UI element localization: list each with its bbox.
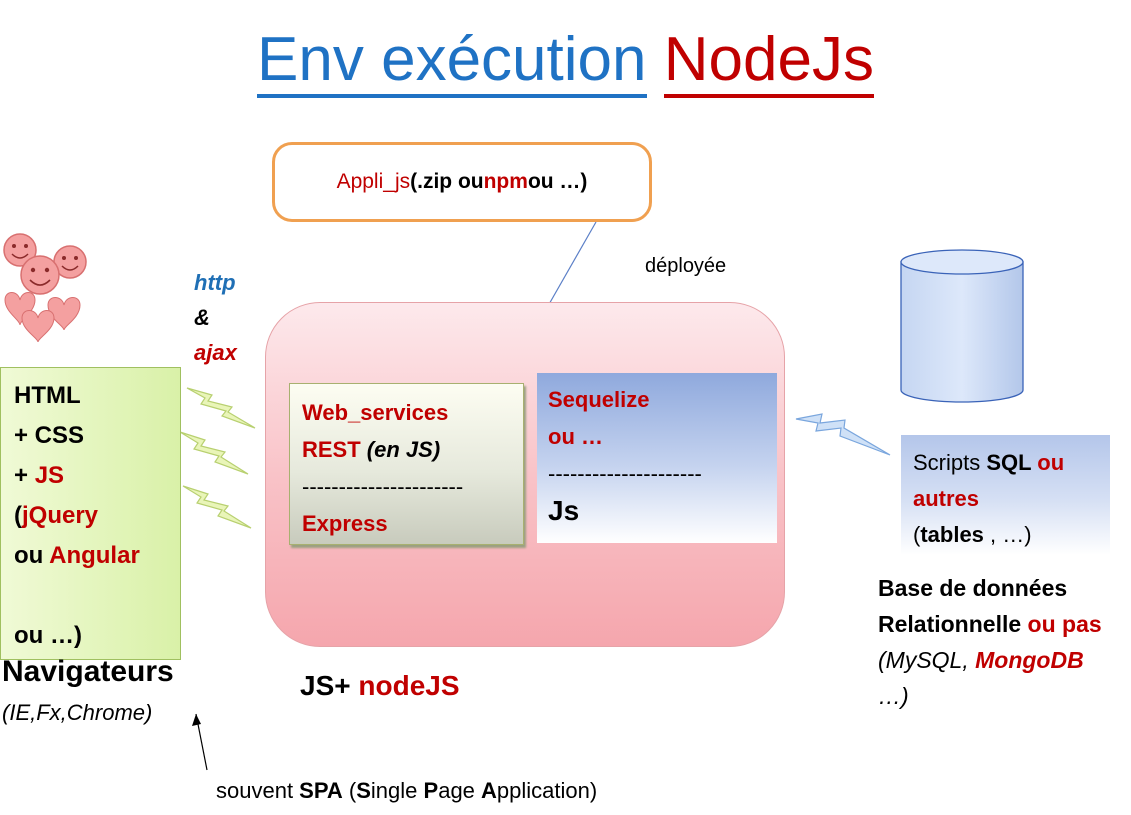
http-label: http: [194, 270, 236, 295]
lightning-bolt-blue-icon: [795, 413, 891, 456]
spa-arrow: [192, 713, 208, 771]
caption-js: JS+: [300, 670, 359, 701]
deployee-label: déployée: [645, 255, 727, 277]
rest-label: REST: [302, 437, 367, 462]
browser-ou-etc: ou …): [14, 622, 82, 649]
db-line2: Relationnelle ou pas: [878, 606, 1102, 642]
navigateurs-title: Navigateurs: [2, 655, 174, 688]
appli-zip: .zip ou: [417, 170, 484, 193]
lightning-bolt-icon: [179, 387, 256, 529]
db-line3: (MySQL, MongoDB: [878, 642, 1102, 678]
appli-npm: npm: [483, 170, 528, 193]
scripts-open: (: [913, 522, 921, 547]
browser-paren: (: [14, 502, 22, 529]
database-caption: Base de données Relationnelle ou pas (My…: [878, 570, 1102, 714]
spa-abbr: SPA: [299, 778, 343, 803]
amp-label: &: [194, 305, 210, 330]
title-part2: NodeJs: [663, 25, 874, 98]
scripts-box: Scripts SQL ou autres (tables , …): [901, 435, 1110, 555]
scripts-line3: (tables , …): [913, 517, 1098, 553]
scripts-pre: Scripts: [913, 450, 987, 475]
rest-line: REST (en JS): [302, 431, 511, 468]
scripts-close: , …): [983, 522, 1032, 547]
ajax-label: ajax: [194, 340, 237, 365]
browser-ou: ou: [14, 542, 50, 569]
browser-box: HTML + CSS + JS (jQuery ou Angular ou …): [0, 367, 181, 660]
spa-pre: souvent: [216, 778, 300, 803]
database-cylinder-icon: [900, 249, 1024, 403]
appli-open: (: [410, 170, 418, 193]
scripts-line1: Scripts SQL ou: [913, 445, 1098, 481]
browser-js-line: + JS: [14, 456, 180, 496]
db-relationnelle: Relationnelle: [878, 611, 1028, 637]
protocol-label: http & ajax: [194, 265, 237, 370]
db-mysql: (MySQL,: [878, 647, 976, 673]
db-line4: …): [878, 683, 909, 709]
spa-s: S: [356, 778, 371, 803]
browser-spacer: [14, 576, 180, 616]
express-label: Express: [302, 511, 388, 536]
scripts-autres: autres: [913, 486, 980, 511]
nodejs-caption: JS+ nodeJS: [300, 670, 460, 702]
page-title: Env exécution NodeJs: [0, 22, 1131, 98]
browser-plus: +: [14, 462, 35, 489]
spa-ingle: ingle: [370, 778, 424, 803]
appli-box: Appli_js (.zip ou npm ou …): [272, 142, 652, 222]
spa-a: A: [481, 778, 497, 803]
browser-css: + CSS: [14, 422, 85, 449]
navigateurs-subtitle: (IE,Fx,Chrome): [2, 700, 153, 725]
scripts-ou: ou: [1031, 450, 1065, 475]
sequelize-label: Sequelize: [548, 387, 650, 412]
scripts-tables: tables: [920, 522, 984, 547]
browser-jquery: jQuery: [22, 502, 99, 529]
sequelize-ou: ou …: [548, 424, 603, 449]
browser-jquery-line: (jQuery: [14, 496, 180, 536]
web-separator: ----------------------: [302, 474, 464, 499]
spa-note: souvent SPA (Single Page Application): [216, 778, 597, 804]
rest-enjs: (en JS): [366, 437, 441, 462]
db-mongodb: MongoDB: [975, 647, 1084, 673]
browser-angular-line: ou Angular: [14, 536, 180, 576]
seq-separator: ---------------------: [548, 461, 702, 486]
caption-nodejs: nodeJS: [358, 670, 460, 701]
smiley-hearts-icon: [3, 233, 87, 343]
appli-name: Appli_js: [336, 170, 411, 193]
db-line1: Base de données: [878, 575, 1068, 601]
browser-angular: Angular: [49, 542, 140, 569]
title-part1: Env exécution: [257, 25, 647, 98]
browser-js: JS: [34, 462, 65, 489]
browser-html: HTML: [14, 382, 81, 409]
js-label: Js: [548, 495, 580, 526]
appli-rest: ou …): [527, 170, 588, 193]
spa-age: age: [438, 778, 482, 803]
web-services-label: Web_services: [302, 400, 449, 425]
spa-p: P: [423, 778, 439, 803]
spa-pplication: pplication): [496, 778, 598, 803]
scripts-sql: SQL: [986, 450, 1032, 475]
db-ou-pas: ou pas: [1027, 611, 1102, 637]
sequelize-box: Sequelize ou … --------------------- Js: [537, 373, 777, 543]
web-services-box: Web_services REST (en JS) --------------…: [289, 383, 524, 545]
spa-open: (: [342, 778, 357, 803]
